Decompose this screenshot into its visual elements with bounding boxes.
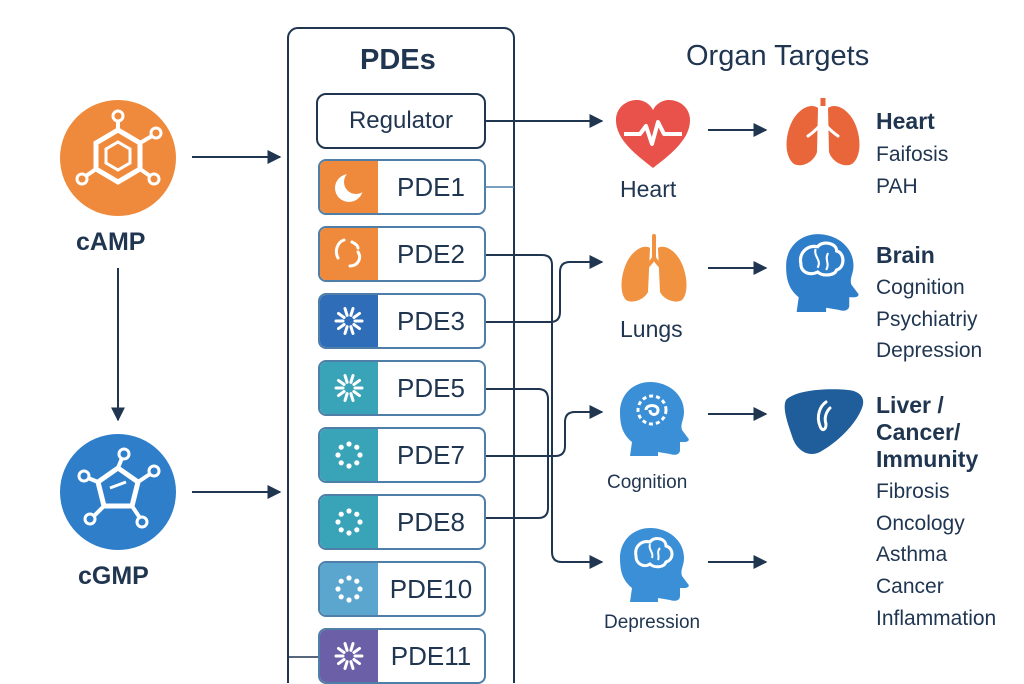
organ-heart-title: Heart bbox=[876, 108, 935, 134]
camp-node bbox=[60, 100, 176, 216]
burst-icon bbox=[320, 362, 378, 414]
pde-box-pde3: PDE3 bbox=[318, 293, 486, 349]
depression-head-icon bbox=[620, 528, 689, 602]
pde-box-pde7: PDE7 bbox=[318, 427, 486, 483]
organ-liver-item: Cancer bbox=[876, 575, 944, 598]
organ-liver-item: Oncology bbox=[876, 512, 965, 535]
pde-box-pde1: PDE1 bbox=[318, 159, 486, 215]
organ-liver-item: Asthma bbox=[876, 543, 948, 566]
camp-label: cAMP bbox=[76, 228, 146, 256]
organ-brain-item: Cognition bbox=[876, 276, 965, 299]
middle-heart-label: Heart bbox=[620, 176, 677, 202]
path-pde7-cognition bbox=[486, 405, 604, 457]
pde-box-pde11: PDE11 bbox=[318, 628, 486, 684]
pde-label: PDE11 bbox=[390, 640, 472, 671]
cognition-head-icon bbox=[620, 382, 689, 456]
middle-lungs-label: Lungs bbox=[620, 316, 683, 342]
lungs-icon bbox=[621, 234, 687, 302]
organ-targets-title: Organ Targets bbox=[686, 40, 870, 72]
pde-panel-frame bbox=[287, 27, 515, 683]
pde-label: PDE2 bbox=[397, 238, 465, 269]
burst-icon bbox=[320, 630, 378, 682]
cgmp-label: cGMP bbox=[78, 562, 149, 590]
organ-liver-item: Inflammation bbox=[876, 607, 997, 630]
arcs-icon bbox=[320, 228, 378, 280]
dots-icon bbox=[320, 496, 378, 548]
brain-head-icon bbox=[786, 234, 859, 312]
organ-brain-item: Psychiatriy bbox=[876, 308, 978, 331]
pde-label: PDE3 bbox=[397, 305, 465, 336]
pde-box-pde10: PDE10 bbox=[318, 561, 486, 617]
pde-box-pde5: PDE5 bbox=[318, 360, 486, 416]
path-pde5 bbox=[486, 388, 549, 519]
dots-icon bbox=[320, 429, 378, 481]
pdes-title: PDEs bbox=[360, 44, 436, 76]
middle-depression-label: Depression bbox=[604, 612, 701, 633]
pde-label: PDE10 bbox=[389, 573, 473, 604]
cgmp-node bbox=[60, 434, 176, 550]
organ-brain-item: Depression bbox=[876, 339, 983, 362]
organ-liver-item: Fibrosis bbox=[876, 480, 950, 503]
dots-icon bbox=[320, 563, 378, 615]
regulator-label: Regulator bbox=[348, 107, 454, 134]
path-pde3-lungs bbox=[486, 255, 604, 323]
liver-icon bbox=[784, 389, 864, 455]
organ-liver-title-line: Immunity bbox=[876, 446, 979, 472]
regulator-box: Regulator bbox=[316, 93, 486, 149]
organ-brain-title: Brain bbox=[876, 242, 935, 268]
crescent-icon bbox=[320, 161, 378, 213]
molecule-icon bbox=[75, 109, 163, 186]
heart-icon bbox=[616, 100, 690, 168]
pde-box-pde2: PDE2 bbox=[318, 226, 486, 282]
path-pde2-depression bbox=[486, 254, 604, 569]
molecule-icon bbox=[77, 447, 161, 529]
organ-heart-item: Faifosis bbox=[876, 143, 949, 166]
pde-label: PDE8 bbox=[397, 506, 465, 537]
lungs-organ-icon bbox=[786, 96, 860, 166]
pde-label: PDE1 bbox=[397, 171, 465, 202]
organ-liver-title-line: Cancer/ bbox=[876, 419, 961, 445]
organ-heart-item: PAH bbox=[876, 175, 918, 198]
middle-cognition-label: Cognition bbox=[607, 472, 688, 493]
pde-box-pde8: PDE8 bbox=[318, 494, 486, 550]
organ-liver-title-line: Liver / bbox=[876, 392, 944, 418]
pde-label: PDE5 bbox=[397, 372, 465, 403]
pde-label: PDE7 bbox=[397, 439, 465, 470]
burst-icon bbox=[320, 295, 378, 347]
